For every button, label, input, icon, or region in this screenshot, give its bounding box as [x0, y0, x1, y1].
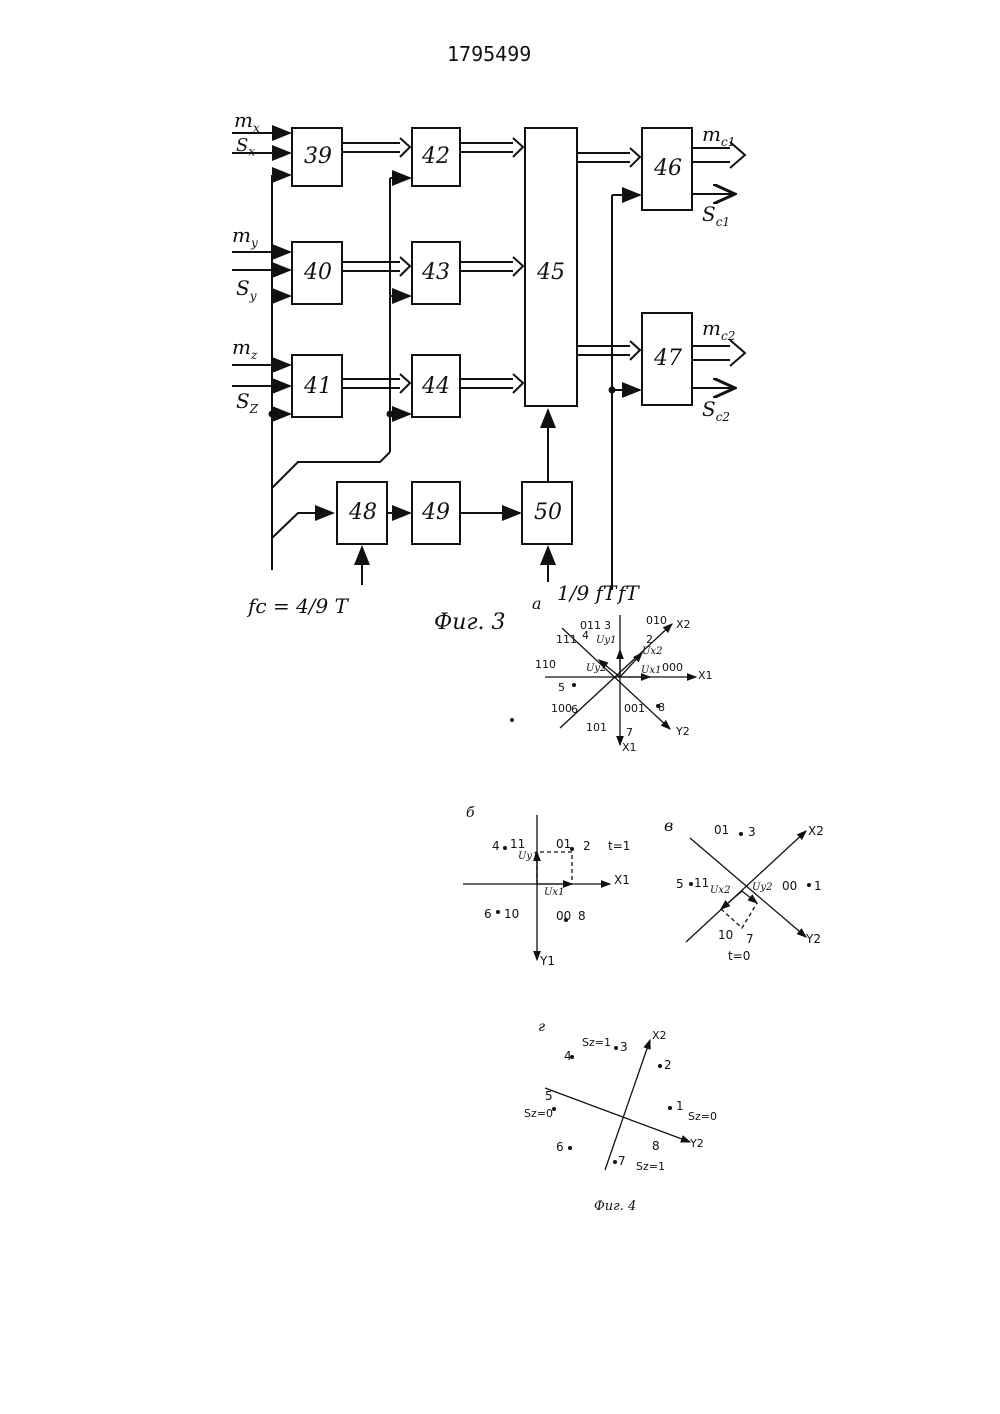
- fig4b-label: 00: [556, 910, 571, 922]
- fig4g-label: Y2: [690, 1138, 704, 1149]
- fig4a-label: 4: [582, 630, 589, 641]
- fig4a-label: 7: [626, 727, 633, 738]
- fig4g-label: Sz=0: [524, 1108, 553, 1119]
- fig4v-label: 7: [746, 933, 754, 945]
- fig4b-label: t=1: [608, 840, 630, 852]
- fig4a-label: 001: [624, 703, 645, 714]
- fig4v-label: 11: [694, 877, 709, 889]
- fig4b-label: Ux1: [544, 888, 564, 898]
- fig4a-label: 100: [551, 703, 572, 714]
- fig4a-label: 000: [662, 662, 683, 673]
- fig4-caption: Фиг. 4: [594, 1200, 636, 1213]
- fig4g-label: Sz=0: [688, 1111, 717, 1122]
- fig4v-label: 5: [676, 878, 684, 890]
- fig4a-label: 3: [604, 620, 611, 631]
- fig4a-label: Uy2: [586, 664, 606, 674]
- fig4v-label: X2: [808, 825, 824, 837]
- fig4b-label: 8: [578, 910, 586, 922]
- fig4v-label: 1: [814, 880, 822, 892]
- fig4b-label: 01: [556, 838, 571, 850]
- fig4a-label: 101: [586, 722, 607, 733]
- fig4v-label: 00: [782, 880, 797, 892]
- fig4b-label: X1: [614, 874, 630, 886]
- fig4g-label: 5: [545, 1090, 553, 1102]
- fig4g-label: Sz=1: [582, 1037, 611, 1048]
- fig4g-label: 1: [676, 1100, 684, 1112]
- fig4a-label: 110: [535, 659, 556, 670]
- fig4a-label: 6: [571, 704, 578, 715]
- fig4a-label: Ux1: [641, 666, 661, 676]
- fig4v-letter: в: [664, 818, 673, 834]
- fig4g-label: 4: [564, 1050, 572, 1062]
- fig4v-label: t=0: [728, 950, 750, 962]
- fig4a-label: Y2: [676, 726, 690, 737]
- fig4g-label: 6: [556, 1141, 564, 1153]
- fig4a-label: Ux2: [642, 647, 662, 657]
- fig4g-label: Sz=1: [636, 1161, 665, 1172]
- fig4b-label: Y1: [540, 955, 555, 967]
- fig4g-label: 2: [664, 1059, 672, 1071]
- fig4b-label: 10: [504, 908, 519, 920]
- fig4g-label: 7: [618, 1155, 626, 1167]
- fig4b-letter: б: [466, 806, 475, 820]
- fig4a-label: 010: [646, 615, 667, 626]
- fig4g-label: 3: [620, 1041, 628, 1053]
- fig4a-label: 2: [646, 634, 653, 645]
- fig4b-label: 2: [583, 840, 591, 852]
- fig4a-label: X1: [622, 742, 637, 753]
- fig4v-label: Y2: [806, 933, 821, 945]
- fig4a-letter: a: [532, 596, 542, 612]
- fig4g-letter: г: [538, 1020, 545, 1034]
- fig4a-label: Uy1: [596, 636, 616, 646]
- fig4b-label: 4: [492, 840, 500, 852]
- fig4v-label: 01: [714, 824, 729, 836]
- fig4v-label: Ux2: [710, 886, 730, 896]
- fig4b-label: 6: [484, 908, 492, 920]
- fig4a-label: 111: [556, 634, 577, 645]
- fig4g-label: 8: [652, 1140, 660, 1152]
- fig4a-label: 8: [658, 702, 665, 713]
- fig4a-label: 5: [558, 682, 565, 693]
- fig4g-label: X2: [652, 1030, 667, 1041]
- fig4v-label: Uy2: [752, 883, 772, 893]
- fig4a-label: X2: [676, 619, 691, 630]
- fig4v-label: 10: [718, 929, 733, 941]
- fig4b-label: Uy1: [518, 852, 538, 862]
- fig4v-label: 3: [748, 826, 756, 838]
- fig4a-label: X1: [698, 670, 713, 681]
- fig4b-label: 11: [510, 838, 525, 850]
